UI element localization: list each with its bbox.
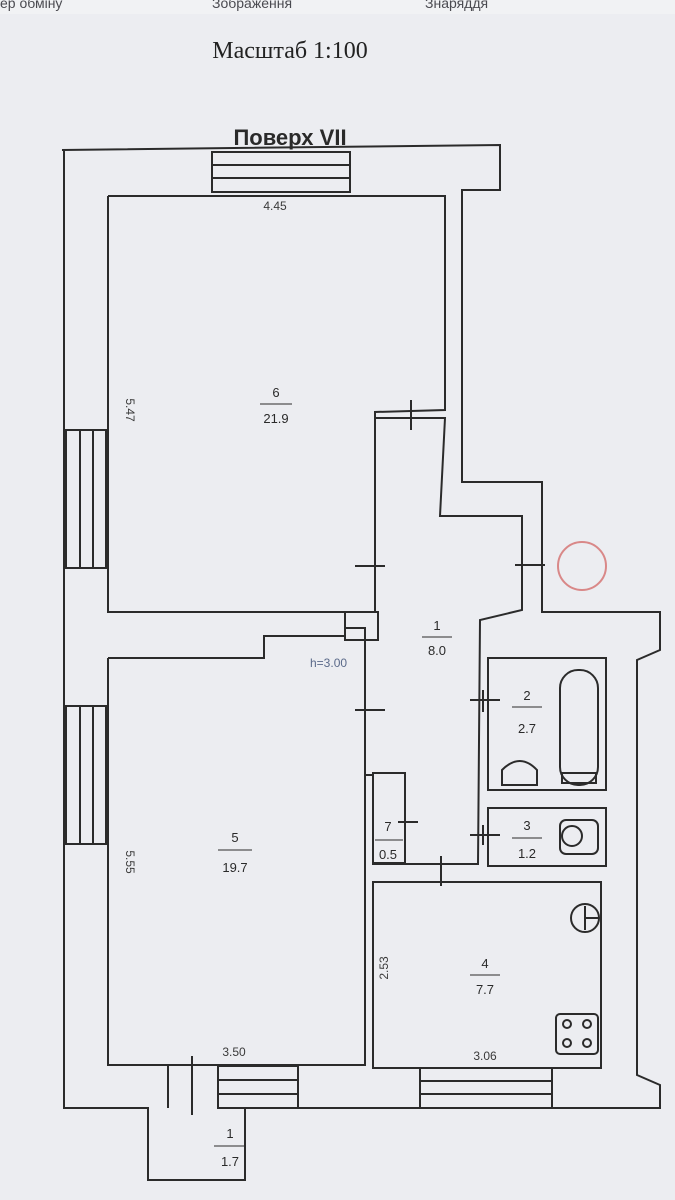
window-bottom-right: [419, 1067, 553, 1109]
room-6-walls: [107, 195, 446, 613]
window-left-upper: [65, 429, 107, 569]
column: [344, 611, 379, 641]
room-7-area: 0.5: [379, 847, 397, 862]
room-2-walls: [487, 657, 607, 791]
room-2-number: 2: [523, 688, 530, 703]
room-7-number: 7: [384, 819, 391, 834]
room-2-area: 2.7: [518, 721, 536, 736]
room-1-area: 8.0: [428, 643, 446, 658]
window-top: [211, 151, 351, 193]
room-5-walls: [107, 627, 366, 1066]
room-4-area: 7.7: [476, 982, 494, 997]
menu-item-tools[interactable]: Знаряддя: [425, 0, 489, 11]
dim-room4-length: 2.53: [377, 956, 391, 980]
dim-room5-width: 3.50: [222, 1045, 246, 1059]
stove: [555, 1013, 599, 1055]
balcony-number: 1: [226, 1126, 233, 1141]
balcony-area: 1.7: [221, 1154, 239, 1169]
room-1-number: 1: [433, 618, 440, 633]
room-4-number: 4: [481, 956, 488, 971]
room-5-number: 5: [231, 830, 238, 845]
annotation-marker: [557, 541, 607, 591]
outer-wall: [61, 143, 661, 1181]
toilet: [559, 819, 599, 855]
room-6-area: 21.9: [263, 411, 288, 426]
menu-item-clipboard[interactable]: ер обміну: [0, 0, 63, 11]
dim-room6-length: 5.47: [123, 398, 137, 422]
room-6-number: 6: [272, 385, 279, 400]
dim-room4-width: 3.06: [473, 1049, 497, 1063]
window-left-lower: [65, 705, 107, 845]
kitchen-sink: [570, 903, 600, 933]
bathtub: [559, 669, 599, 786]
room-3-walls: [487, 807, 607, 867]
menu-bar: ер обміну Зображення Знаряддя: [0, 0, 675, 14]
room-3-area: 1.2: [518, 846, 536, 861]
window-bottom-left: [217, 1065, 299, 1109]
room-5-area: 19.7: [222, 860, 247, 875]
menu-item-image[interactable]: Зображення: [212, 0, 293, 11]
room-3-number: 3: [523, 818, 530, 833]
floor-label: Поверх VII: [233, 125, 346, 150]
sink: [501, 760, 538, 786]
room-7-walls: [372, 772, 406, 864]
scale-title: Масштаб 1:100: [212, 38, 368, 64]
dim-room6-width: 4.45: [263, 199, 287, 213]
height-note: h=3.00: [310, 656, 347, 670]
room-1-walls: [365, 417, 523, 865]
dim-room5-length: 5.55: [123, 850, 137, 874]
